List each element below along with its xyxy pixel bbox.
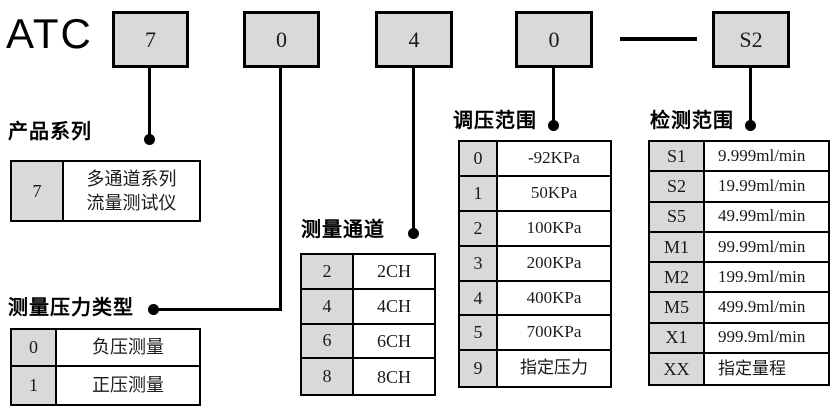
- table-row: 0 负压测量: [12, 330, 199, 367]
- table-row: 1 50KPa: [460, 176, 610, 212]
- connector-digit3-bullet: [408, 228, 419, 239]
- meaning-cell: 199.9ml/min: [718, 266, 806, 286]
- brand-prefix: ATC: [6, 10, 93, 57]
- connector-digit3-line: [412, 67, 415, 233]
- code-cell: S5: [650, 202, 705, 231]
- meaning-cell: 9.999ml/min: [718, 145, 806, 165]
- section-title-detection-range: 检测范围: [650, 110, 734, 132]
- meaning-cell: 200KPa: [526, 252, 582, 272]
- table-row: 8 8CH: [302, 359, 434, 395]
- meaning-cell: 999.9ml/min: [718, 327, 806, 347]
- table-row: 5 700KPa: [460, 316, 610, 352]
- table-row: XX 指定量程: [650, 354, 828, 385]
- meaning-cell: 100KPa: [526, 217, 582, 237]
- table-row: 3 200KPa: [460, 246, 610, 282]
- meaning-cell: 50KPa: [530, 182, 578, 202]
- table-row: M5 499.9ml/min: [650, 293, 828, 324]
- code-cell: XX: [650, 354, 705, 385]
- table-row: 2 100KPa: [460, 211, 610, 247]
- meaning-cell: 指定压力: [520, 358, 588, 378]
- meaning-cell: 4CH: [376, 296, 411, 317]
- meaning-cell: -92KPa: [528, 147, 580, 167]
- meaning-cell: 指定量程: [718, 358, 786, 378]
- table-product-series: 7 多通道系列 流量测试仪: [10, 160, 201, 222]
- code-box-suffix: S2: [712, 11, 790, 68]
- table-row: X1 999.9ml/min: [650, 323, 828, 355]
- code-cell: 2: [460, 211, 498, 245]
- code-cell: 5: [460, 316, 498, 350]
- code-cell: 1: [12, 367, 57, 404]
- meaning-cell: 6CH: [376, 330, 411, 351]
- connector-digit2-bullet: [148, 304, 159, 315]
- code-cell: 7: [12, 162, 64, 220]
- section-title-product-series: 产品系列: [8, 121, 92, 143]
- meaning-cell: 49.99ml/min: [718, 206, 806, 226]
- code-cell: M1: [650, 232, 705, 262]
- table-row: 4 400KPa: [460, 281, 610, 317]
- table-row: 7 多通道系列 流量测试仪: [12, 162, 199, 220]
- code-cell: S2: [650, 172, 705, 201]
- table-row: 0 -92KPa: [460, 142, 610, 177]
- code-cell: 4: [302, 289, 354, 323]
- meaning-cell: 19.99ml/min: [718, 175, 806, 195]
- meaning-cell: 正压测量: [92, 375, 164, 396]
- code-cell: 4: [460, 281, 498, 315]
- code-box-digit4: 0: [515, 11, 593, 68]
- table-channels: 2 2CH 4 4CH 6 6CH 8 8CH: [300, 253, 436, 397]
- connector-suffix-line: [749, 67, 752, 125]
- section-title-regulation-range: 调压范围: [453, 110, 537, 132]
- table-row: 2 2CH: [302, 255, 434, 290]
- code-cell: 0: [12, 330, 57, 365]
- code-cell: S1: [650, 142, 705, 171]
- table-regulation-range: 0 -92KPa 1 50KPa 2 100KPa 3 200KPa 4 400KPa 5 700KP…: [458, 140, 612, 389]
- meaning-cell: 400KPa: [526, 287, 582, 307]
- meaning-cell: 2CH: [376, 261, 411, 282]
- table-row: 1 正压测量: [12, 367, 199, 404]
- connector-digit1-line: [148, 67, 151, 139]
- code-box-digit3: 4: [375, 11, 453, 68]
- table-row: 6 6CH: [302, 324, 434, 360]
- meaning-cell: 700KPa: [526, 322, 582, 342]
- table-row: 4 4CH: [302, 289, 434, 325]
- meaning-cell: 8CH: [376, 366, 411, 387]
- connector-suffix-bullet: [745, 120, 756, 131]
- connector-digit4-bullet: [548, 120, 559, 131]
- code-cell: 9: [460, 351, 498, 387]
- section-title-pressure-type: 测量压力类型: [8, 297, 134, 319]
- connector-digit2-hline: [153, 308, 282, 311]
- connector-digit1-bullet: [144, 134, 155, 145]
- connector-digit4-line: [552, 67, 555, 125]
- separator-line: [620, 37, 697, 41]
- meaning-cell: 99.99ml/min: [718, 236, 806, 256]
- code-cell: M5: [650, 293, 705, 322]
- code-cell: 8: [302, 359, 354, 395]
- code-cell: M2: [650, 263, 705, 292]
- table-row: 9 指定压力: [460, 351, 610, 387]
- code-cell: 3: [460, 246, 498, 280]
- table-row: S2 19.99ml/min: [650, 172, 828, 203]
- section-title-channels: 测量通道: [301, 219, 385, 241]
- code-cell: X1: [650, 323, 705, 353]
- meaning-cell: 多通道系列 流量测试仪: [86, 168, 177, 213]
- connector-digit2-vline: [279, 67, 282, 311]
- table-pressure-type: 0 负压测量 1 正压测量: [10, 328, 201, 406]
- code-cell: 1: [460, 176, 498, 210]
- table-row: M2 199.9ml/min: [650, 263, 828, 294]
- code-cell: 6: [302, 324, 354, 358]
- table-row: S1 9.999ml/min: [650, 142, 828, 173]
- meaning-cell: 负压测量: [92, 337, 164, 358]
- code-cell: 0: [460, 142, 498, 175]
- table-row: S5 49.99ml/min: [650, 202, 828, 233]
- code-box-digit2: 0: [243, 11, 320, 68]
- code-cell: 2: [302, 255, 354, 288]
- table-row: M1 99.99ml/min: [650, 232, 828, 264]
- code-box-digit1: 7: [112, 11, 189, 68]
- meaning-cell: 499.9ml/min: [718, 297, 806, 317]
